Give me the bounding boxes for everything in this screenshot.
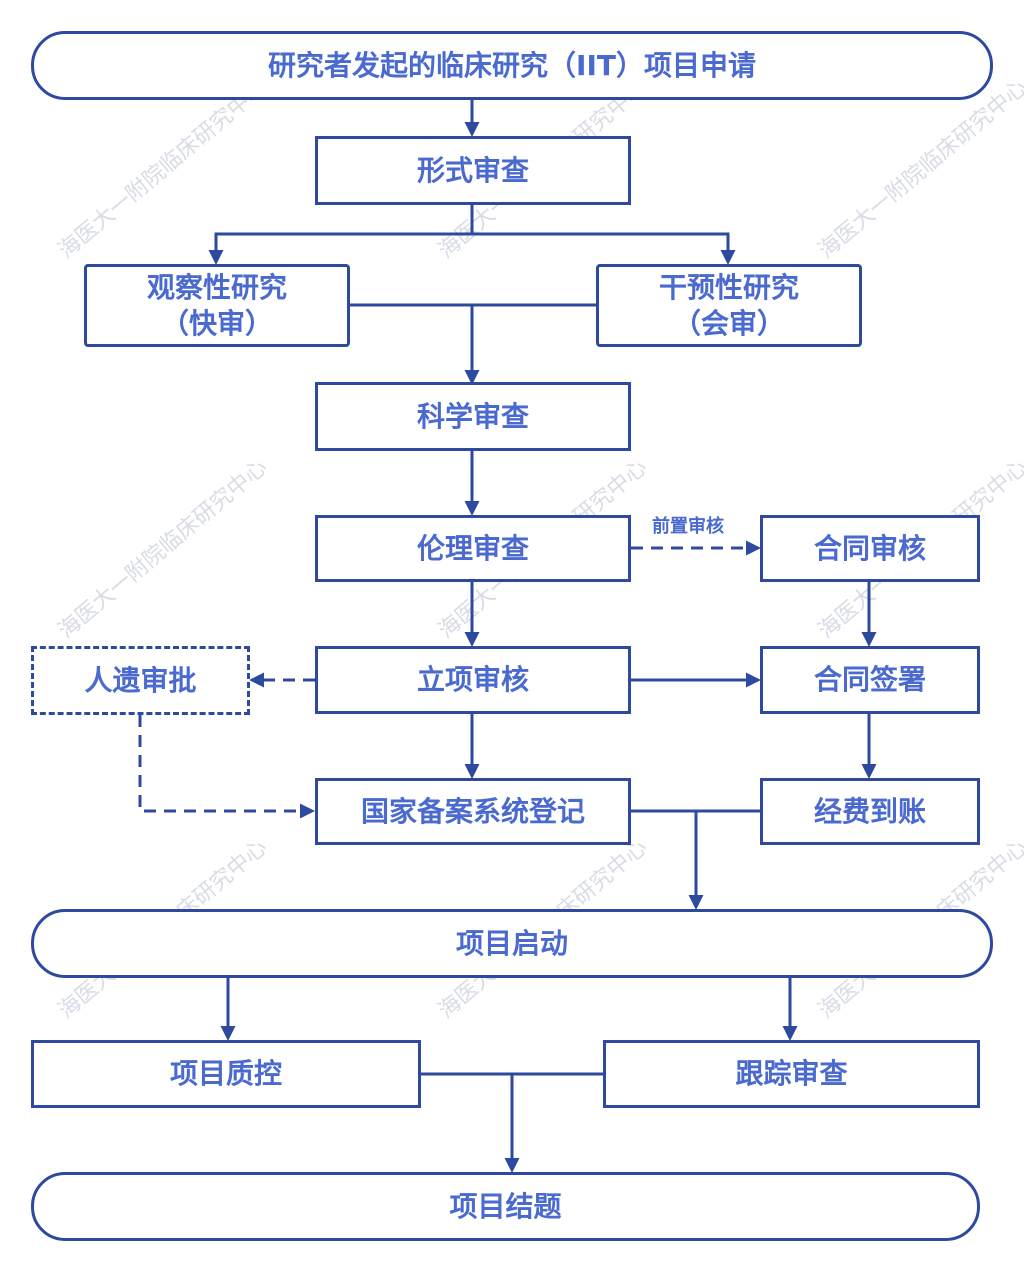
node-label: 干预性研究 [658, 270, 799, 304]
edge-label-pre-review: 前置审核 [652, 516, 724, 537]
node-formal-review: 形式审查 [315, 136, 631, 205]
node-label: 国家备案系统登记 [360, 794, 585, 828]
node-sublabel: （快审） [160, 306, 273, 340]
node-label: 项目结题 [449, 1189, 562, 1223]
node-label: 跟踪审查 [735, 1057, 848, 1090]
node-label: 伦理审查 [416, 531, 529, 565]
node-label: 形式审查 [416, 153, 529, 187]
node-label: 项目启动 [455, 926, 568, 960]
node-label: 研究者发起的临床研究（IIT）项目申请 [268, 48, 756, 82]
node-national-registration: 国家备案系统登记 [315, 778, 631, 845]
node-label: 项目质控 [169, 1057, 282, 1090]
edge-formal-branch [208, 205, 474, 265]
node-contract-review: 合同审核 [760, 515, 980, 582]
node-label: 观察性研究 [146, 270, 287, 304]
node-label: 科学审查 [416, 399, 529, 433]
node-label: 经费到账 [813, 794, 926, 828]
edge-formal-branch-right [472, 232, 736, 265]
edge-genetic-to-registration [138, 715, 315, 819]
node-quality-control: 项目质控 [31, 1040, 421, 1108]
node-funds-arrival: 经费到账 [760, 778, 980, 845]
node-project-start: 项目启动 [31, 909, 993, 978]
node-label: 合同审核 [813, 531, 926, 565]
node-human-genetic-approval: 人遗审批 [31, 646, 250, 715]
node-scientific-review: 科学审查 [315, 382, 631, 451]
node-contract-signing: 合同签署 [760, 646, 980, 714]
node-observational-study: 观察性研究 （快审） [84, 264, 350, 347]
node-project-approval: 立项审核 [315, 646, 631, 714]
node-ethics-review: 伦理审查 [315, 515, 631, 582]
node-sublabel: （会审） [672, 306, 785, 340]
node-follow-up-review: 跟踪审查 [603, 1040, 980, 1108]
node-label: 立项审核 [416, 663, 529, 696]
node-project-closure: 项目结题 [31, 1172, 980, 1241]
node-label: 合同签署 [813, 663, 926, 696]
node-interventional-study: 干预性研究 （会审） [596, 264, 862, 347]
node-iit-application: 研究者发起的临床研究（IIT）项目申请 [31, 31, 993, 100]
node-label: 人遗审批 [84, 663, 197, 697]
